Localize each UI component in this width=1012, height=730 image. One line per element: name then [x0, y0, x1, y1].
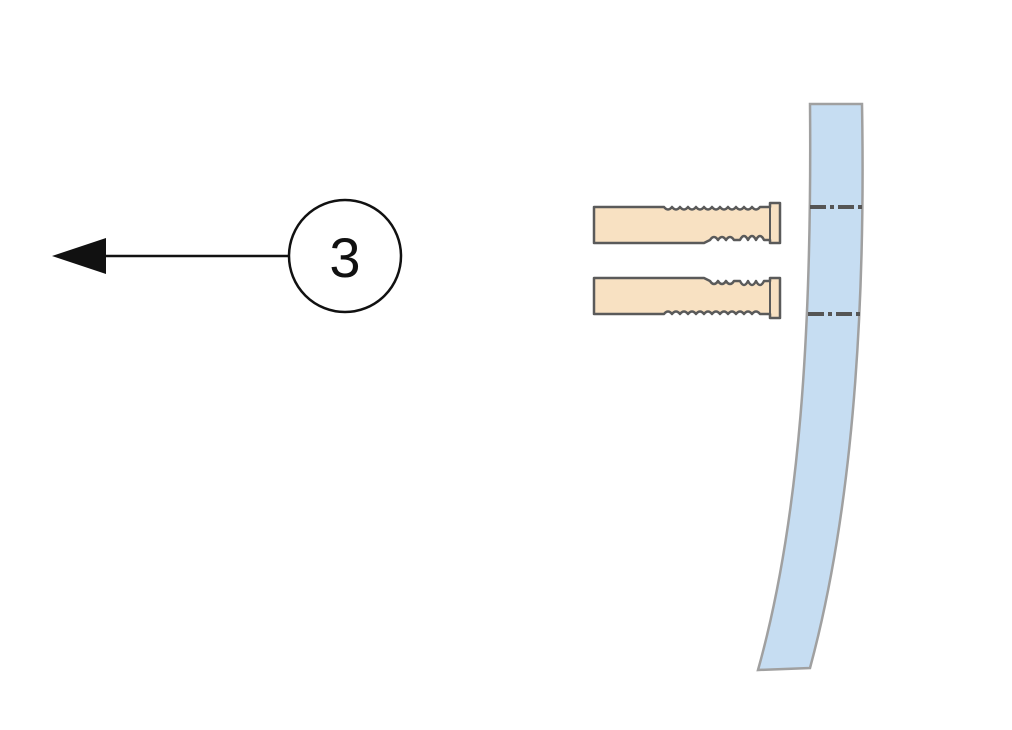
- wall-panel: [756, 102, 864, 672]
- step-number: 3: [329, 226, 360, 289]
- direction-arrow-head-icon: [52, 238, 106, 274]
- step-callout: 3: [52, 198, 403, 314]
- wall-anchor-icon: [592, 276, 782, 320]
- wall-anchor-icon: [592, 201, 782, 245]
- step-number-circle: [287, 198, 403, 314]
